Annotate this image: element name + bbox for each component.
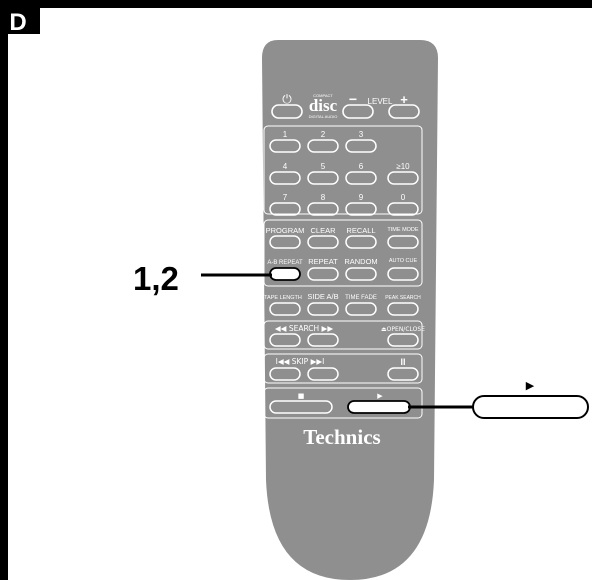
time-mode-label: TIME MODE (387, 227, 418, 233)
recall-button[interactable] (345, 235, 377, 249)
time-fade-button[interactable] (345, 302, 377, 316)
repeat-button[interactable] (307, 267, 339, 281)
disc-logo-bottom: DIGITAL AUDIO (309, 114, 338, 119)
number-2-label: 2 (321, 130, 326, 139)
auto-cue-label: AUTO CUE (389, 258, 418, 264)
number-7-label: 7 (283, 193, 288, 202)
stop-button[interactable] (269, 400, 333, 414)
number-4-label: 4 (283, 162, 288, 171)
time-mode-button[interactable] (387, 235, 419, 249)
number-8-label: 8 (321, 193, 326, 202)
number-0-button[interactable] (387, 202, 419, 216)
peak-search-button[interactable] (387, 302, 419, 316)
side-ab-button[interactable] (307, 302, 339, 316)
level-plus-label: + (400, 92, 408, 107)
number-6-button[interactable] (345, 171, 377, 185)
tape-length-button[interactable] (269, 302, 301, 316)
ab-repeat-label: A-B REPEAT (267, 260, 303, 266)
number-9-button[interactable] (345, 202, 377, 216)
number-1-button[interactable] (269, 139, 301, 153)
stop-icon: ■ (298, 392, 305, 400)
peak-search-label: PEAK SEARCH (385, 295, 421, 301)
function-group (263, 219, 423, 287)
panel-letter: D (9, 9, 26, 36)
program-button[interactable] (269, 235, 301, 249)
tape-length-label: TAPE LENGTH (264, 295, 302, 301)
number-3-button[interactable] (345, 139, 377, 153)
time-fade-label: TIME FADE (345, 295, 377, 301)
number-5-label: 5 (321, 162, 326, 171)
play-icon-small: ▶ (377, 392, 383, 400)
number-9-label: 9 (359, 193, 364, 202)
ab-repeat-button[interactable] (269, 267, 301, 281)
open-close-button[interactable] (387, 333, 419, 347)
top-border (0, 0, 592, 8)
number-2-button[interactable] (307, 139, 339, 153)
numeric-group (263, 125, 423, 215)
number-1-label: 1 (283, 130, 288, 139)
left-border (0, 0, 8, 580)
power-button[interactable] (271, 104, 303, 119)
random-button[interactable] (345, 267, 377, 281)
level-minus-label: − (349, 91, 357, 107)
skip-label: I◀◀ SKIP ▶▶I (276, 357, 325, 366)
skip-back-button[interactable] (269, 367, 301, 381)
level-plus-button[interactable] (388, 104, 420, 119)
level-minus-button[interactable] (342, 104, 374, 119)
level-label: LEVEL (368, 97, 393, 106)
program-label: PROGRAM (266, 226, 305, 235)
power-icon: ⏻ (282, 92, 292, 106)
disc-logo-icon: disc (309, 96, 338, 115)
number-5-button[interactable] (307, 171, 339, 185)
auto-cue-button[interactable] (387, 267, 419, 281)
step-1-2-label: 1,2 (133, 260, 179, 297)
clear-button[interactable] (307, 235, 339, 249)
pause-icon: II (400, 357, 405, 367)
repeat-label: REPEAT (308, 257, 338, 266)
recall-label: RECALL (346, 226, 375, 235)
brand-logo: Technics (303, 425, 380, 449)
skip-forward-button[interactable] (307, 367, 339, 381)
number-7-button[interactable] (269, 202, 301, 216)
random-label: RANDOM (344, 257, 377, 266)
number-6-label: 6 (359, 162, 364, 171)
skip-group (263, 353, 423, 384)
search-back-button[interactable] (269, 333, 301, 347)
number-10plus-button[interactable] (387, 171, 419, 185)
panel-letter-box (0, 8, 40, 34)
side-ab-label: SIDE A/B (307, 292, 338, 301)
search-group (263, 320, 423, 350)
search-forward-button[interactable] (307, 333, 339, 347)
remote-body (262, 40, 438, 580)
play-callout-button (472, 395, 589, 419)
number-4-button[interactable] (269, 171, 301, 185)
open-close-label: ⏏OPEN/CLOSE (381, 326, 425, 333)
number-0-label: 0 (401, 193, 406, 202)
number-8-button[interactable] (307, 202, 339, 216)
pause-button[interactable] (387, 367, 419, 381)
clear-label: CLEAR (310, 226, 336, 235)
disc-logo-top: COMPACT (313, 93, 333, 98)
transport-group (263, 387, 423, 419)
play-button[interactable] (347, 400, 411, 414)
play-callout-icon: ▶ (526, 379, 535, 392)
number-3-label: 3 (359, 130, 364, 139)
search-label: ◀◀ SEARCH ▶▶ (275, 324, 333, 333)
number-10plus-label: ≥10 (396, 162, 410, 171)
